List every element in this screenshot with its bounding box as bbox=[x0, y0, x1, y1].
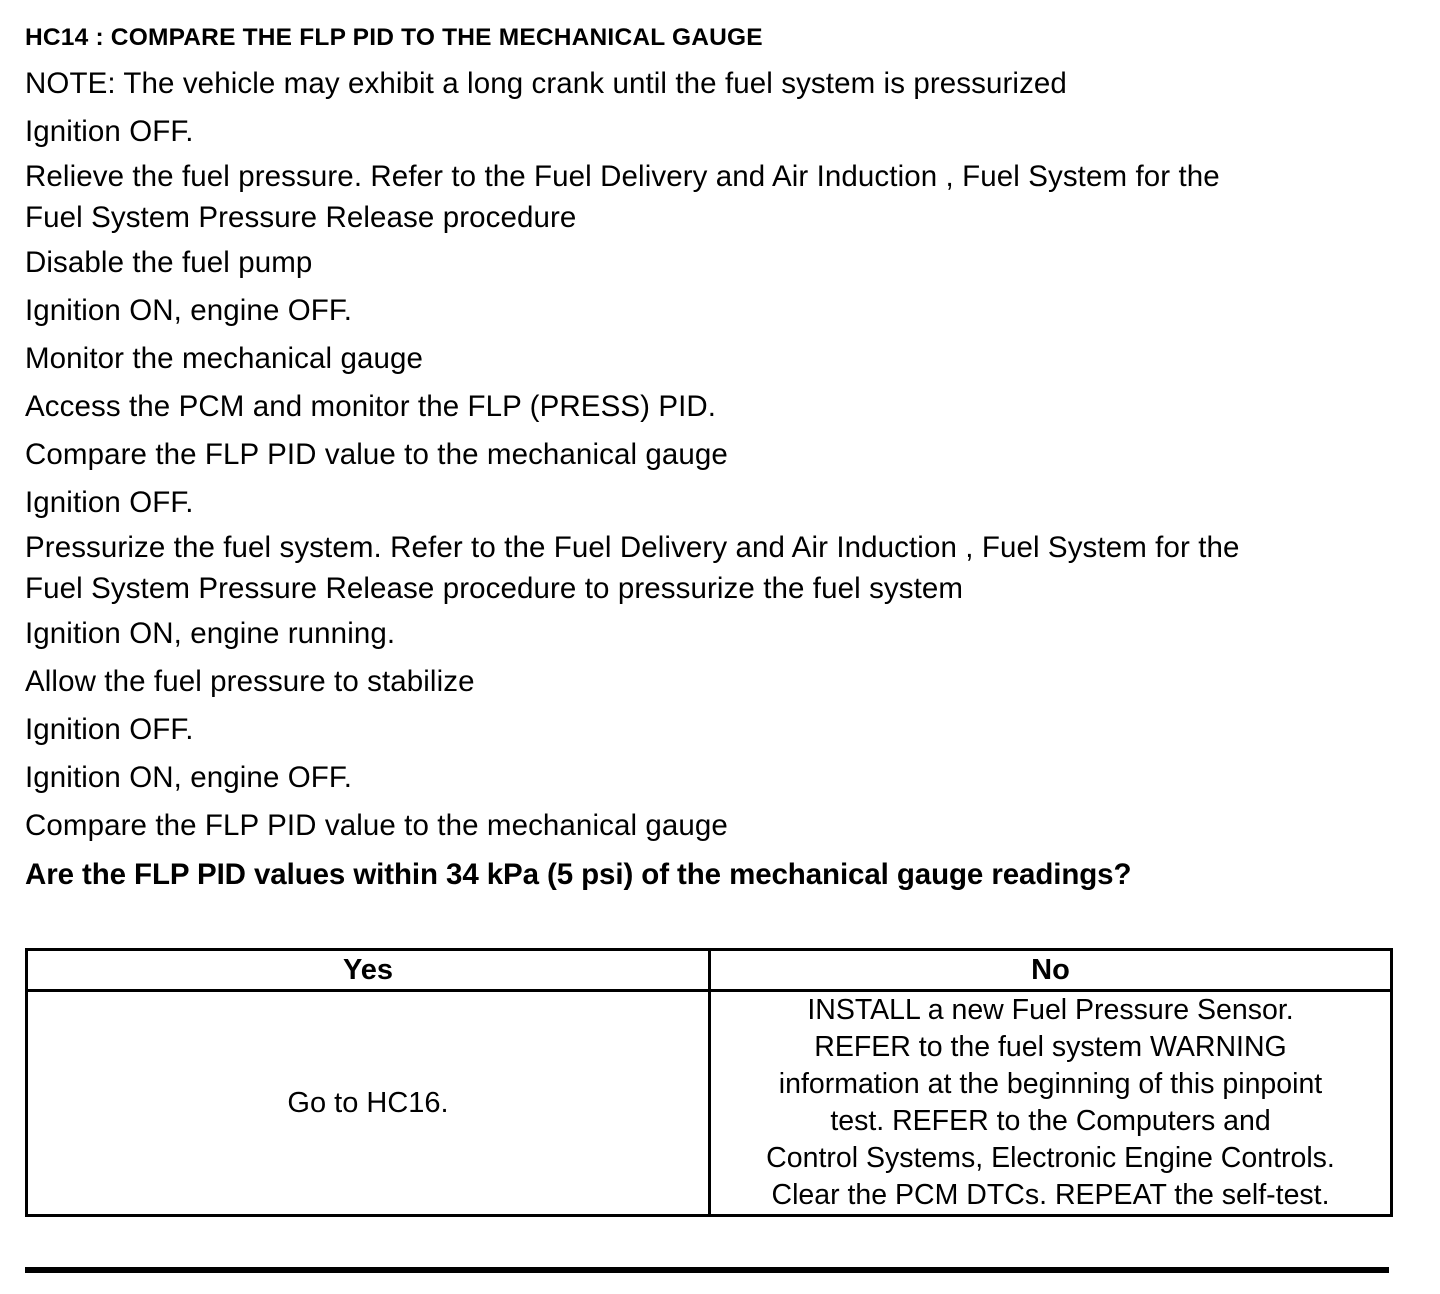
no-action-line-3: information at the beginning of this pin… bbox=[778, 1068, 1323, 1100]
procedure-steps-list: HC14 : COMPARE THE FLP PID TO THE MECHAN… bbox=[25, 16, 1415, 900]
step-disable-fuel-pump: Disable the fuel pump bbox=[25, 246, 313, 279]
step-pressurize-line-2: Fuel System Pressure Release procedure t… bbox=[25, 572, 964, 605]
decision-table-header-no: No bbox=[708, 948, 1393, 992]
step-monitor-mechanical-gauge: Monitor the mechanical gauge bbox=[25, 342, 424, 375]
step-relieve-fuel-pressure: Relieve the fuel pressure. Refer to the … bbox=[25, 156, 1395, 239]
no-action-line-5: Control Systems, Electronic Engine Contr… bbox=[766, 1142, 1335, 1174]
step-ignition-off-3: Ignition OFF. bbox=[25, 713, 194, 746]
step-pressurize-line-1: Pressurize the fuel system. Refer to the… bbox=[25, 531, 1240, 564]
step-ignition-off-1: Ignition OFF. bbox=[25, 115, 194, 148]
page-title: HC14 : COMPARE THE FLP PID TO THE MECHAN… bbox=[25, 24, 763, 51]
decision-no-action: INSTALL a new Fuel Pressure Sensor. REFE… bbox=[708, 989, 1393, 1217]
no-action-line-1: INSTALL a new Fuel Pressure Sensor. bbox=[807, 994, 1294, 1026]
decision-table: Yes No Go to HC16. INSTALL a new Fuel Pr… bbox=[25, 948, 1393, 1217]
decision-table-header-row: Yes No bbox=[25, 948, 1393, 992]
step-compare-flp-pid-1: Compare the FLP PID value to the mechani… bbox=[25, 438, 728, 471]
decision-yes-action: Go to HC16. bbox=[25, 989, 711, 1217]
step-note: NOTE: The vehicle may exhibit a long cra… bbox=[25, 67, 1067, 100]
no-action-line-6: Clear the PCM DTCs. REPEAT the self-test… bbox=[771, 1179, 1330, 1211]
step-access-pcm: Access the PCM and monitor the FLP (PRES… bbox=[25, 390, 717, 423]
no-action-line-4: test. REFER to the Computers and bbox=[830, 1105, 1271, 1137]
footer-divider-rule bbox=[25, 1267, 1389, 1273]
step-compare-flp-pid-2: Compare the FLP PID value to the mechani… bbox=[25, 809, 728, 842]
decision-table-header-yes: Yes bbox=[25, 948, 711, 992]
decision-question: Are the FLP PID values within 34 kPa (5 … bbox=[25, 858, 1132, 891]
no-action-line-2: REFER to the fuel system WARNING bbox=[814, 1031, 1287, 1063]
step-pressurize-fuel-system: Pressurize the fuel system. Refer to the… bbox=[25, 527, 1395, 610]
step-ignition-on-engine-running: Ignition ON, engine running. bbox=[25, 617, 396, 650]
step-relieve-line-2: Fuel System Pressure Release procedure bbox=[25, 201, 577, 234]
step-allow-stabilize: Allow the fuel pressure to stabilize bbox=[25, 665, 475, 698]
step-relieve-line-1: Relieve the fuel pressure. Refer to the … bbox=[25, 160, 1220, 193]
step-ignition-off-2: Ignition OFF. bbox=[25, 486, 194, 519]
decision-table-row: Go to HC16. INSTALL a new Fuel Pressure … bbox=[25, 989, 1393, 1217]
step-ignition-on-engine-off-2: Ignition ON, engine OFF. bbox=[25, 761, 353, 794]
step-ignition-on-engine-off-1: Ignition ON, engine OFF. bbox=[25, 294, 353, 327]
